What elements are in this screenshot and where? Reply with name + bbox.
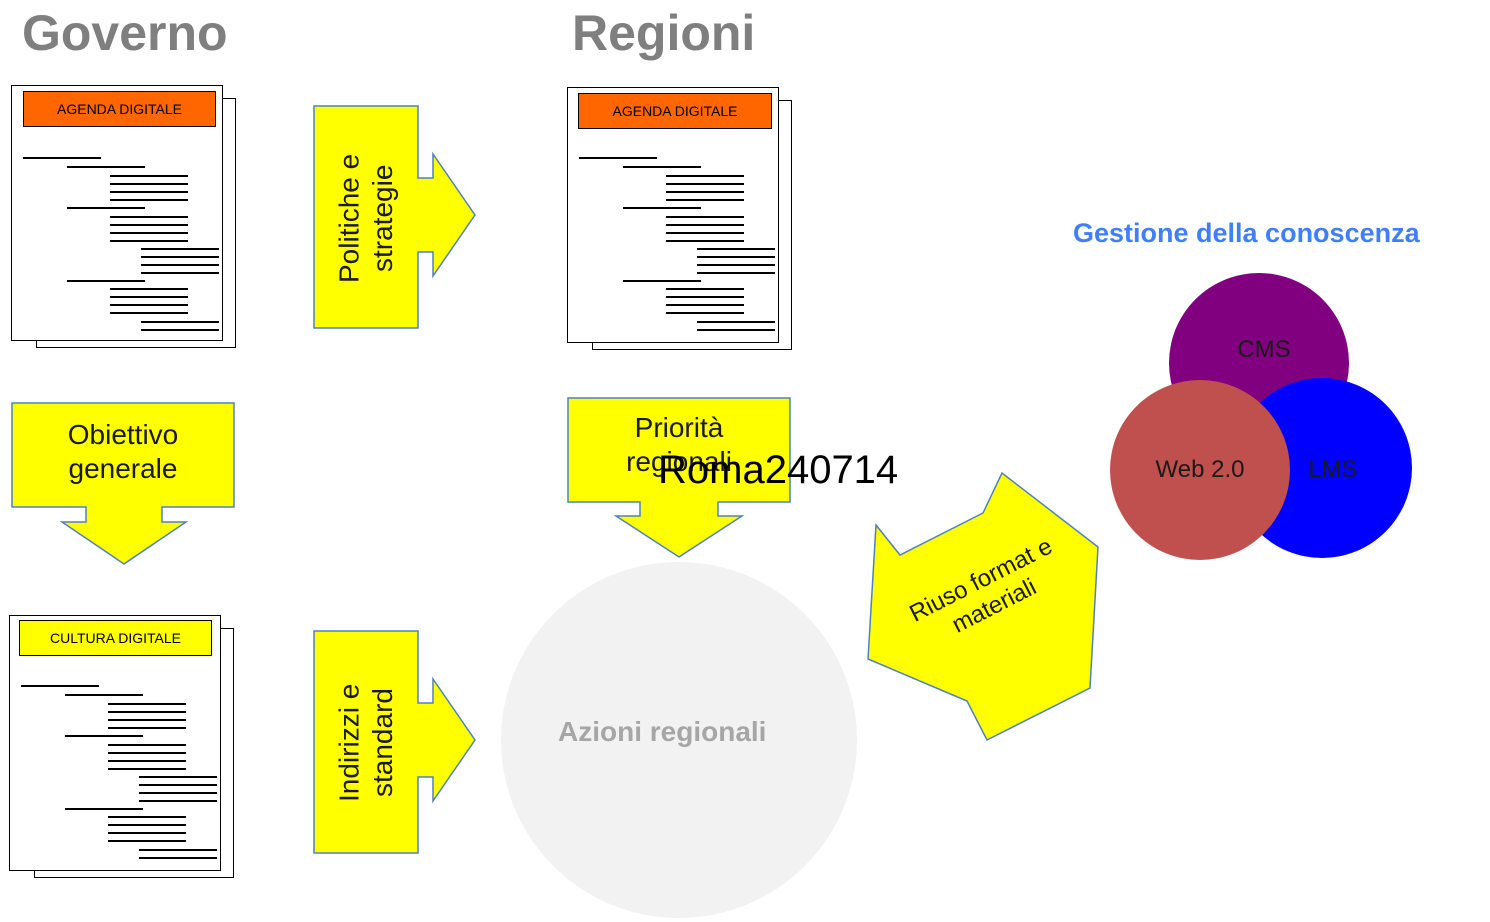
reg-agenda-document: AGENDA DIGITALE [567,87,792,351]
heading-governo: Governo [22,5,228,61]
priorities-arrow [567,397,791,558]
policies-arrow-label: Politiche e strategie [333,153,398,283]
policies-arrow [313,105,476,329]
objective-label-line1: Obiettivo [67,419,179,450]
guidelines-arrow-label: Indirizzi e standard [333,683,398,803]
culture-label: CULTURA DIGITALE [19,620,212,656]
knowledge-title: Gestione della conoscenza [1073,218,1420,248]
objective-arrow-label: Obiettivo generale [12,418,234,485]
web-circle [1110,380,1290,560]
reuse-arrow [867,471,1099,742]
culture-document: CULTURA DIGITALE [9,615,234,879]
reg-agenda-label: AGENDA DIGITALE [578,93,772,129]
cms-label: CMS [1237,336,1291,363]
web-label: Web 2.0 [1155,456,1245,483]
watermark-text: Roma240714 [658,448,899,492]
actions-label: Azioni regionali [558,716,767,747]
priorities-label-line1: Priorità [634,412,724,443]
priorities-label-line2: regionali [626,445,732,477]
objective-label-line2: generale [68,452,178,484]
heading-regioni: Regioni [572,5,756,61]
actions-circle [501,562,857,918]
objective-arrow [11,402,235,565]
lms-label: LMS [1308,456,1358,483]
guidelines-arrow [313,630,476,854]
gov-agenda-document: AGENDA DIGITALE [11,85,236,349]
gov-agenda-label: AGENDA DIGITALE [23,91,216,127]
priorities-arrow-label: Priorità regionali [568,411,790,478]
